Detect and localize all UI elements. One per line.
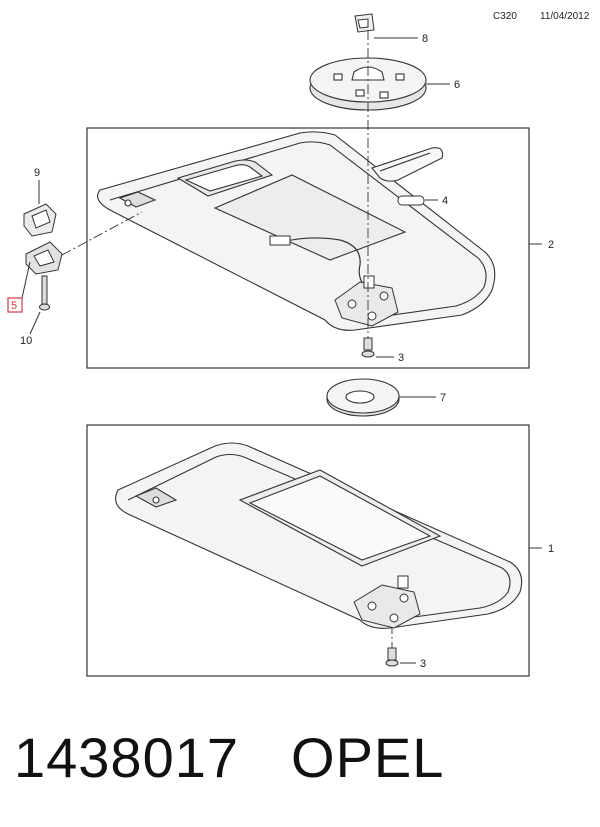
callout-5: 5 (11, 300, 17, 312)
assembly-frame-upper (86, 127, 530, 369)
retaining-clip (354, 13, 375, 33)
brand-name: OPEL (291, 726, 445, 789)
leader-5 (21, 261, 31, 299)
callout-9: 9 (34, 167, 40, 179)
callout-1: 1 (548, 543, 554, 555)
hook-housing (25, 241, 63, 275)
callout-6: 6 (454, 79, 460, 91)
pivot-bracket-upper (334, 275, 399, 327)
wire-harness (281, 237, 373, 293)
callout-7: 7 (440, 392, 446, 404)
hook-screw (39, 275, 50, 311)
part-number: 1438017 (14, 726, 240, 789)
hook-bracket (23, 203, 57, 237)
diagram-date: 11/04/2012 (540, 11, 590, 22)
footer-caption: 1438017 OPEL (14, 725, 444, 790)
sun-visor-lower (115, 442, 523, 629)
screw-upper (361, 337, 375, 358)
bulb (397, 195, 425, 206)
callout-5-box (7, 297, 23, 313)
assembly-frame-lower (86, 424, 530, 677)
callout-3a: 3 (398, 352, 404, 364)
pivot-bracket-lower (353, 575, 421, 629)
lamp-cover (371, 147, 444, 182)
leader-10 (29, 311, 41, 335)
callout-4: 4 (442, 195, 448, 207)
callout-3b: 3 (420, 658, 426, 670)
wire-connector (269, 235, 291, 246)
sun-visor-upper (97, 131, 496, 331)
callout-2: 2 (548, 239, 554, 251)
callout-8: 8 (422, 33, 428, 45)
axis-line-side (61, 211, 143, 256)
callout-10: 10 (20, 335, 32, 347)
diagram-code: C320 (493, 11, 517, 22)
cover-disc (326, 378, 400, 417)
screw-lower (385, 647, 399, 667)
